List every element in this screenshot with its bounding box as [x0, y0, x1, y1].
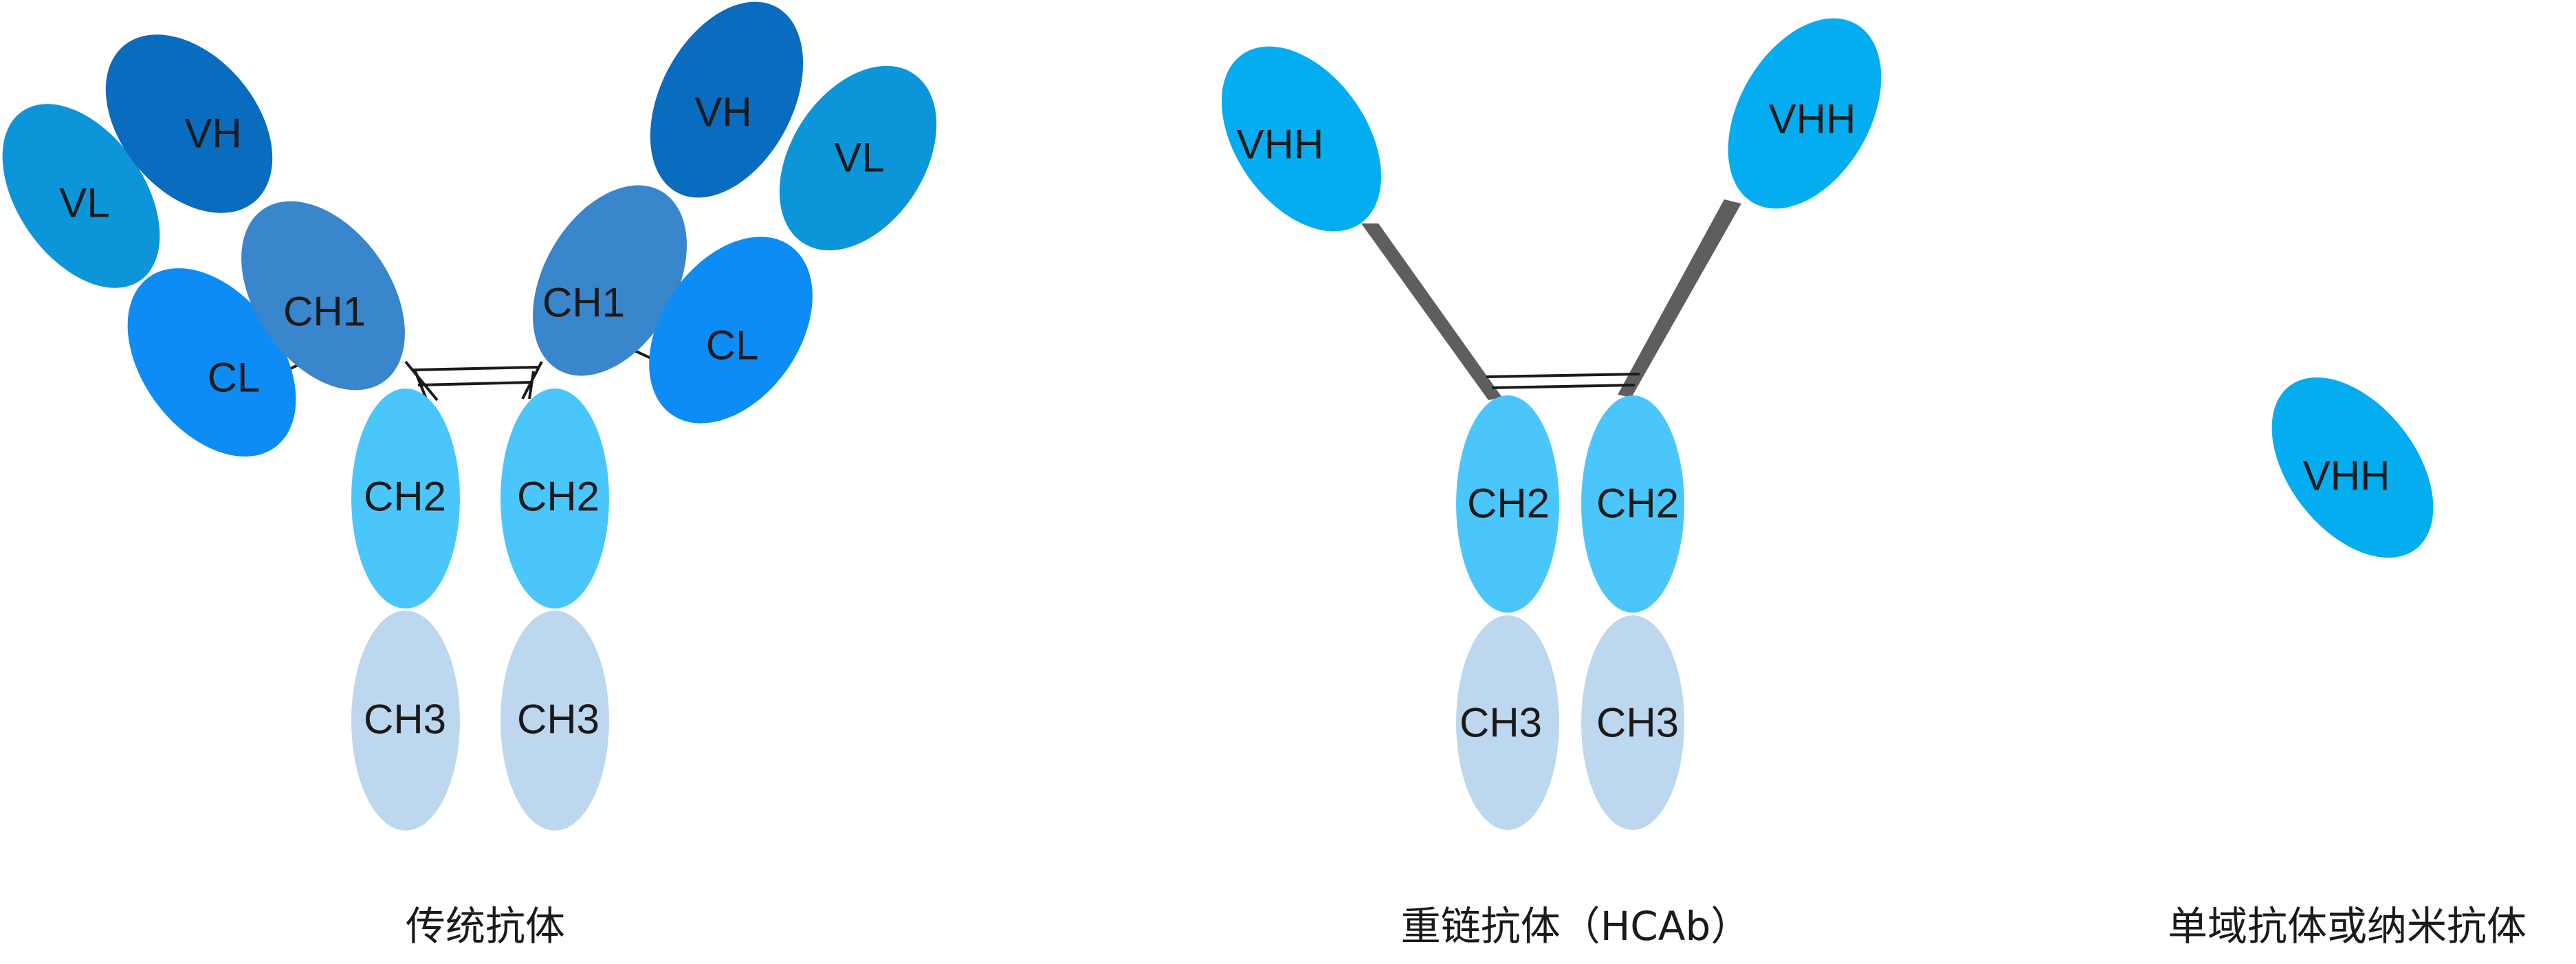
right-vl-domain [779, 65, 937, 251]
hcab-left-vhh-domain [1221, 46, 1382, 232]
left-ch1-domain [241, 201, 405, 391]
hcab-left-vhh-label: VHH [1237, 122, 1324, 168]
right-ch1-domain [533, 185, 687, 376]
hcab-caption: 重链抗体（HCAb） [1400, 903, 1751, 950]
hcab-right-stalk [1618, 199, 1741, 397]
nanobody-caption: 单域抗体或纳米抗体 [2167, 903, 2527, 950]
left-ch2-label: CH2 [364, 474, 446, 520]
hcab-right-ch2-label: CH2 [1596, 481, 1679, 527]
nanobody: VHH [2271, 377, 2434, 558]
left-ch3-domain [351, 611, 460, 831]
nanobody-vhh-domain [2271, 377, 2434, 558]
hinge-left-stalk-2 [414, 371, 428, 399]
hinge-bond-lower [417, 381, 533, 386]
hcab-left-stalk [1361, 223, 1502, 400]
right-ch3-label: CH3 [517, 697, 599, 743]
nanobody-vhh-label: VHH [2303, 453, 2390, 499]
hinge-bond-upper [412, 366, 538, 371]
right-ch1-label: CH1 [542, 280, 625, 326]
left-vh-label: VH [184, 111, 241, 157]
hcab-left-ch3-label: CH3 [1460, 700, 1542, 746]
left-vh-domain [105, 34, 273, 213]
hcab-bond-upper [1486, 373, 1640, 378]
left-ch3-label: CH3 [364, 697, 446, 743]
hcab-left-ch2-domain [1456, 395, 1559, 613]
hinge-right-stalk-2 [528, 371, 535, 399]
hinge-left-stalk [404, 360, 439, 402]
right-ch2-label: CH2 [517, 474, 599, 520]
right-ch3-domain [500, 611, 609, 831]
hcab-bond-lower [1491, 384, 1636, 389]
left-cl-label: CL [208, 355, 261, 401]
hcab-right-ch3-domain [1581, 615, 1684, 830]
hcab-right-ch3-label: CH3 [1596, 700, 1679, 746]
right-vh-label: VH [694, 89, 751, 135]
hcab-left-ch2-label: CH2 [1467, 481, 1550, 527]
left-vl-domain [2, 104, 160, 288]
right-cl-domain [649, 237, 813, 424]
right-ch2-domain [500, 388, 609, 609]
conventional-antibody: VL VH CH1 CL VH VL CH1 CL CH2 CH2 CH3 CH… [2, 1, 937, 831]
left-cl-domain [127, 268, 296, 457]
hcab-right-vhh-label: VHH [1769, 96, 1856, 142]
hcab-antibody: VHH VHH CH2 CH2 CH3 CH3 [1221, 18, 1882, 830]
left-ch1-label: CH1 [283, 289, 366, 335]
conventional-antibody-caption: 传统抗体 [405, 903, 566, 950]
hcab-right-vhh-domain [1728, 18, 1882, 209]
left-vl-label: VL [59, 180, 109, 226]
right-vh-domain [650, 1, 804, 198]
hcab-left-ch3-domain [1456, 615, 1559, 830]
left-ch2-domain [351, 388, 460, 609]
right-vl-label: VL [834, 135, 884, 181]
hcab-right-ch2-domain [1581, 395, 1684, 613]
hcab-hinge [1486, 373, 1640, 389]
right-cl-label: CL [706, 322, 759, 369]
